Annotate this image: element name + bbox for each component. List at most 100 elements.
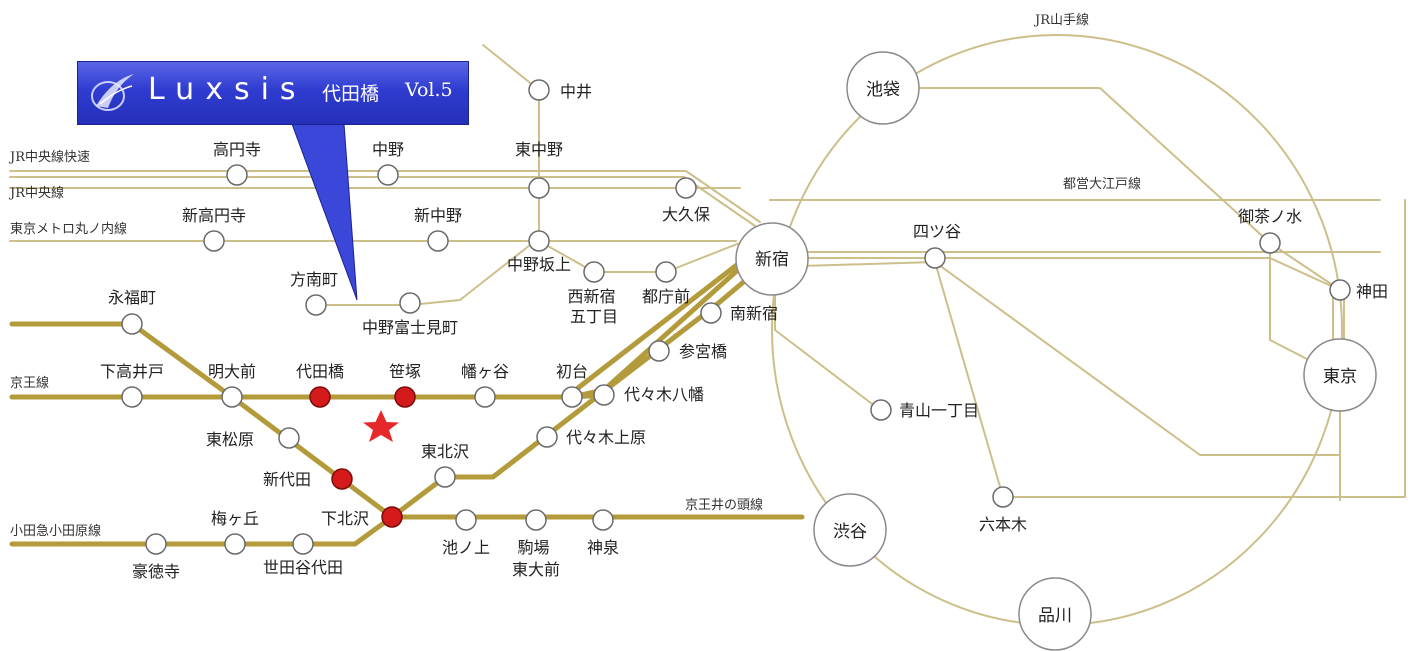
station-ikebukuro-circle <box>846 51 920 125</box>
station-label-higashinakano: 東中野 <box>515 140 563 159</box>
station-label-umegaoka: 梅ヶ丘 <box>211 509 259 528</box>
line-label-oedo: 都営大江戸線 <box>1063 176 1141 192</box>
station-label-nishishinjuku5-line2: 五丁目 <box>570 307 618 326</box>
station-honancho-circle <box>305 294 327 316</box>
station-yotsuya-circle <box>924 247 946 269</box>
station-shibuya-circle <box>813 493 887 567</box>
station-label-ikenoue: 池ノ上 <box>442 538 490 557</box>
station-yoyogiuehara-circle <box>536 426 558 448</box>
station-label-ochanomizu: 御茶ノ水 <box>1238 207 1302 226</box>
line-label-keio: 京王線 <box>10 375 49 391</box>
station-label-minamishinjuku: 南新宿 <box>730 304 778 323</box>
station-nakano-circle <box>377 164 399 186</box>
station-ikenoue-circle <box>455 509 477 531</box>
banner-brand-name: Luxsis <box>148 72 307 107</box>
station-kanda-circle <box>1329 279 1351 301</box>
station-hatsudai-circle <box>561 386 583 408</box>
station-label-shindaita: 新代田 <box>263 470 311 489</box>
station-label-higashikitazawa: 東北沢 <box>421 442 469 461</box>
station-label-setagayadaita: 世田谷代田 <box>263 558 343 577</box>
station-label-shimotakaido: 下高井戸 <box>100 362 164 381</box>
station-label-nishishinjuku5: 西新宿 五丁目 <box>567 287 620 326</box>
line-label-chuo: JR中央線 <box>8 185 64 201</box>
station-label-shinagawa: 品川 <box>1038 606 1072 626</box>
station-label-gotokuji: 豪徳寺 <box>132 562 180 581</box>
station-eifukucho-circle <box>121 313 143 335</box>
station-label-nakano: 中野 <box>372 140 404 159</box>
station-label-aoyama1: 青山一丁目 <box>899 401 979 420</box>
line-label-inokashira: 京王井の頭線 <box>685 497 763 513</box>
station-label-shinjuku: 新宿 <box>755 250 789 270</box>
station-nishishinjuku5-circle <box>583 261 605 283</box>
station-label-eifukucho: 永福町 <box>108 288 156 307</box>
station-shinnakano-circle <box>427 230 449 252</box>
line-label-chuo-rapid: JR中央線快速 <box>8 149 90 165</box>
station-daitabashi-circle <box>309 386 331 408</box>
station-label-nishishinjuku5-line1: 西新宿 <box>567 287 615 306</box>
station-label-meidaimae: 明大前 <box>208 362 256 381</box>
station-shinkoenji-circle <box>203 230 225 252</box>
station-okubo-circle <box>675 177 697 199</box>
station-label-komabatodaimae-line2: 東大前 <box>512 560 560 579</box>
station-higashinakano-circle <box>528 177 550 199</box>
station-label-hatagaya: 幡ヶ谷 <box>461 362 509 381</box>
banner-volume: Vol.5 <box>405 79 453 101</box>
station-label-tokyo: 東京 <box>1323 367 1357 387</box>
station-shimotakaido-circle <box>121 386 143 408</box>
station-label-honancho: 方南町 <box>290 270 338 289</box>
station-label-nakanofujimicho: 中野富士見町 <box>362 318 458 337</box>
property-star-icon <box>363 410 399 442</box>
station-label-sangubashi: 参宮橋 <box>679 342 727 361</box>
station-label-sasazuka: 笹塚 <box>389 362 421 381</box>
station-setagayadaita-circle <box>292 533 314 555</box>
station-roppongi-circle <box>992 486 1014 508</box>
station-label-ikebukuro: 池袋 <box>866 80 900 100</box>
station-umegaoka-circle <box>224 533 246 555</box>
station-ochanomizu-circle <box>1259 232 1281 254</box>
station-nakanosakaue-circle <box>528 230 550 252</box>
line-label-group: JR山手線 JR中央線快速 JR中央線 東京メトロ丸ノ内線 都営大江戸線 京王線… <box>8 12 1141 539</box>
station-label-komabatodaimae-line1: 駒場 <box>517 538 549 557</box>
luxsis-banner: Luxsis 代田橋 Vol.5 <box>77 61 469 125</box>
luxsis-logo-icon <box>91 74 134 111</box>
station-label-komabatodaimae: 駒場 東大前 <box>512 538 560 579</box>
station-tochomae-circle <box>655 261 677 283</box>
station-tokyo-circle <box>1303 338 1377 412</box>
station-shinjuku-circle <box>735 222 809 296</box>
station-shimokitazawa-circle <box>381 506 403 528</box>
station-sangubashi-circle <box>648 340 670 362</box>
station-label-shinnakano: 新中野 <box>414 206 462 225</box>
station-label-shinkoenji: 新高円寺 <box>182 206 246 225</box>
station-yoyogihachiman-circle <box>593 384 615 406</box>
banner-location: 代田橋 <box>322 83 380 105</box>
station-minamishinjuku-circle <box>700 302 722 324</box>
station-label-kanda: 神田 <box>1356 282 1388 301</box>
station-label-higashimatsubara: 東松原 <box>206 430 254 449</box>
station-label-shinsen: 神泉 <box>587 538 619 557</box>
station-gotokuji-circle <box>145 533 167 555</box>
station-shinagawa-circle <box>1018 577 1092 651</box>
station-komabatodaimae-circle <box>525 509 547 531</box>
station-sasazuka-circle <box>394 386 416 408</box>
station-label-roppongi: 六本木 <box>979 515 1027 534</box>
station-label-shimokitazawa: 下北沢 <box>321 509 369 528</box>
station-label-nakai: 中井 <box>560 82 592 101</box>
station-aoyama1-circle <box>870 399 892 421</box>
station-label-daitabashi: 代田橋 <box>296 362 344 381</box>
station-label-group: 池袋 新宿 東京 渋谷 品川 中井 東中野 高円寺 中野 大久保 新高円寺 新中… <box>100 80 1388 626</box>
station-shindaita-circle <box>331 468 353 490</box>
station-label-hatsudai: 初台 <box>556 362 588 381</box>
station-label-yoyogihachiman: 代々木八幡 <box>624 385 704 404</box>
line-label-marunouchi: 東京メトロ丸ノ内線 <box>10 221 127 237</box>
station-label-nakanosakaue: 中野坂上 <box>507 255 571 274</box>
station-shinsen-circle <box>592 509 614 531</box>
station-label-shibuya: 渋谷 <box>833 522 867 542</box>
station-hatagaya-circle <box>474 386 496 408</box>
station-nakai-circle <box>528 79 550 101</box>
station-label-okubo: 大久保 <box>662 205 710 224</box>
station-higashimatsubara-circle <box>278 427 300 449</box>
line-label-yamanote: JR山手線 <box>1033 12 1089 28</box>
station-nakanofujimicho-circle <box>399 292 421 314</box>
station-label-yotsuya: 四ツ谷 <box>913 222 961 241</box>
